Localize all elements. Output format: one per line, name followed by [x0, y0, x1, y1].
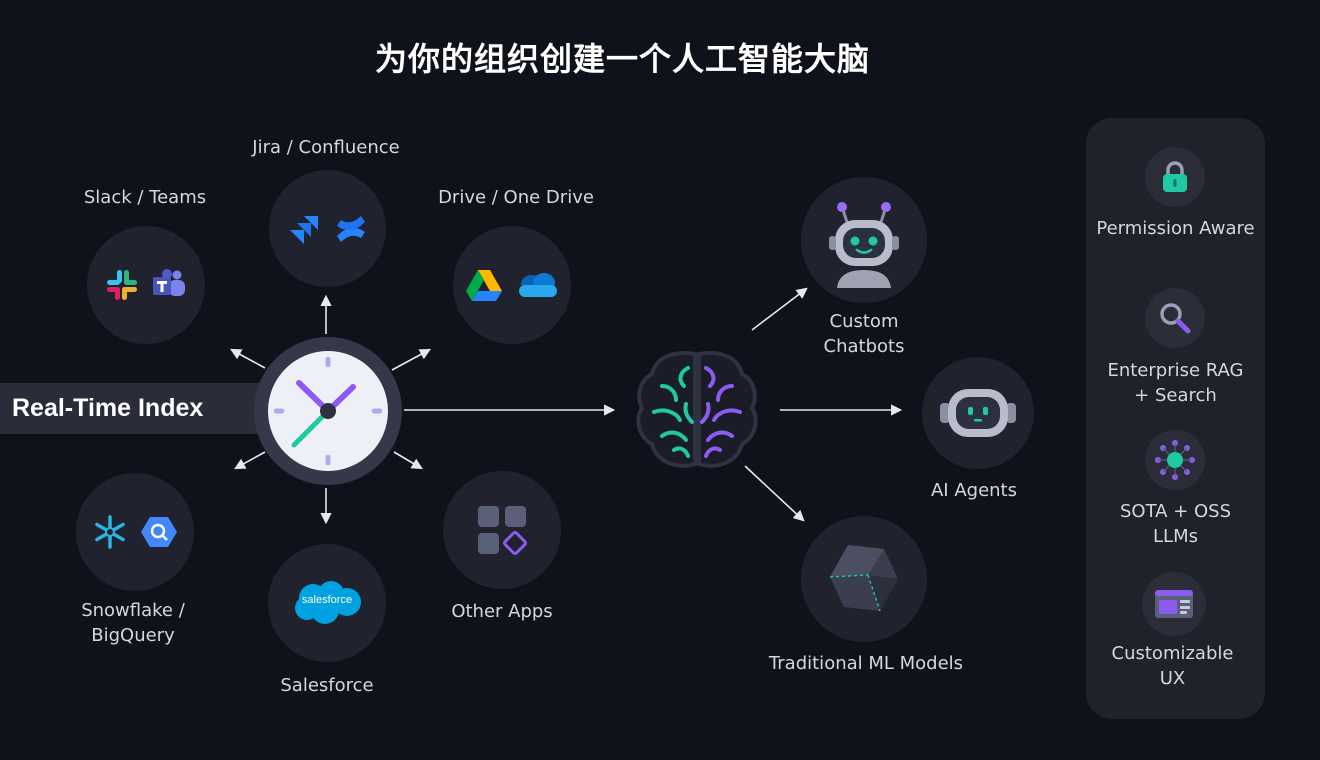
salesforce-label: Salesforce [280, 675, 374, 696]
rag-label: Enterprise RAG + Search [1086, 358, 1265, 408]
ml-models-label: Traditional ML Models [768, 653, 964, 674]
slack-teams-node [87, 226, 205, 344]
clock-icon [268, 351, 388, 471]
custom-chatbots-label: Custom Chatbots [794, 309, 934, 359]
ux-label-line1: Customizable [1111, 643, 1234, 664]
snowflake-bigquery-label: Snowflake / BigQuery [55, 598, 211, 648]
confluence-icon [336, 215, 365, 242]
chatbot-robot-icon [829, 202, 899, 288]
llm-label-line2: LLMs [1153, 526, 1198, 547]
ux-label-line2: UX [1159, 668, 1186, 689]
ml-models-node [801, 516, 927, 642]
arrow-to-other-apps [393, 451, 423, 470]
onedrive-icon [519, 273, 557, 297]
jira-icon [289, 215, 318, 244]
slack-teams-label: Slack / Teams [83, 187, 207, 208]
jira-confluence-node [269, 170, 386, 287]
snowflake-icon [95, 515, 125, 549]
features-panel: Permission Aware Enterprise RAG + Search [1086, 118, 1265, 719]
clock-node [254, 337, 402, 485]
agent-robot-icon [940, 389, 1016, 437]
network-icon [1155, 440, 1195, 480]
other-apps-node [443, 471, 561, 589]
chatbots-label-line1: Custom [829, 311, 899, 332]
other-apps-label: Other Apps [451, 601, 553, 622]
real-time-index-label: Real-Time Index [0, 383, 262, 434]
arrow-to-snowflake [234, 451, 266, 470]
salesforce-node: salesforce [268, 544, 386, 662]
slack-icon [107, 270, 137, 300]
google-drive-icon [466, 270, 502, 301]
snowflake-label-line2: BigQuery [91, 625, 175, 646]
arrow-to-chatbots [751, 287, 808, 331]
llm-node [1145, 430, 1205, 490]
ai-agents-label: AI Agents [930, 480, 1017, 501]
arrow-to-drive [391, 348, 431, 371]
salesforce-logo-text: salesforce [301, 594, 353, 606]
lock-icon [1163, 161, 1187, 192]
chatbots-label-line2: Chatbots [823, 336, 905, 357]
arrow-to-slack [230, 348, 266, 369]
ux-label: Customizable UX [1083, 641, 1262, 691]
teams-icon [153, 269, 185, 296]
llm-label: SOTA + OSS LLMs [1086, 499, 1265, 549]
ui-window-icon [1155, 590, 1193, 618]
rag-node [1145, 288, 1205, 348]
rag-label-line2: + Search [1134, 385, 1217, 406]
arrow-to-ml-models [744, 465, 805, 522]
llm-label-line1: SOTA + OSS [1119, 501, 1232, 522]
magnifier-icon [1160, 303, 1191, 334]
rag-label-line1: Enterprise RAG [1107, 360, 1244, 381]
ux-node [1142, 572, 1206, 636]
custom-chatbots-node [801, 177, 927, 303]
snowflake-bigquery-node [76, 473, 194, 591]
ai-agents-node [922, 357, 1034, 469]
drive-onedrive-node [453, 226, 571, 344]
page-title: 为你的组织创建一个人工智能大脑 [374, 40, 870, 78]
permission-label: Permission Aware [1096, 218, 1255, 239]
snowflake-label-line1: Snowflake / [81, 600, 185, 621]
permission-node [1145, 147, 1205, 207]
cube-icon [829, 545, 898, 612]
jira-confluence-label: Jira / Confluence [252, 137, 400, 158]
drive-onedrive-label: Drive / One Drive [438, 187, 594, 208]
apps-grid-icon [478, 506, 527, 555]
salesforce-logo: salesforce [291, 580, 363, 626]
brain-icon [636, 351, 758, 468]
bigquery-icon [141, 517, 177, 547]
